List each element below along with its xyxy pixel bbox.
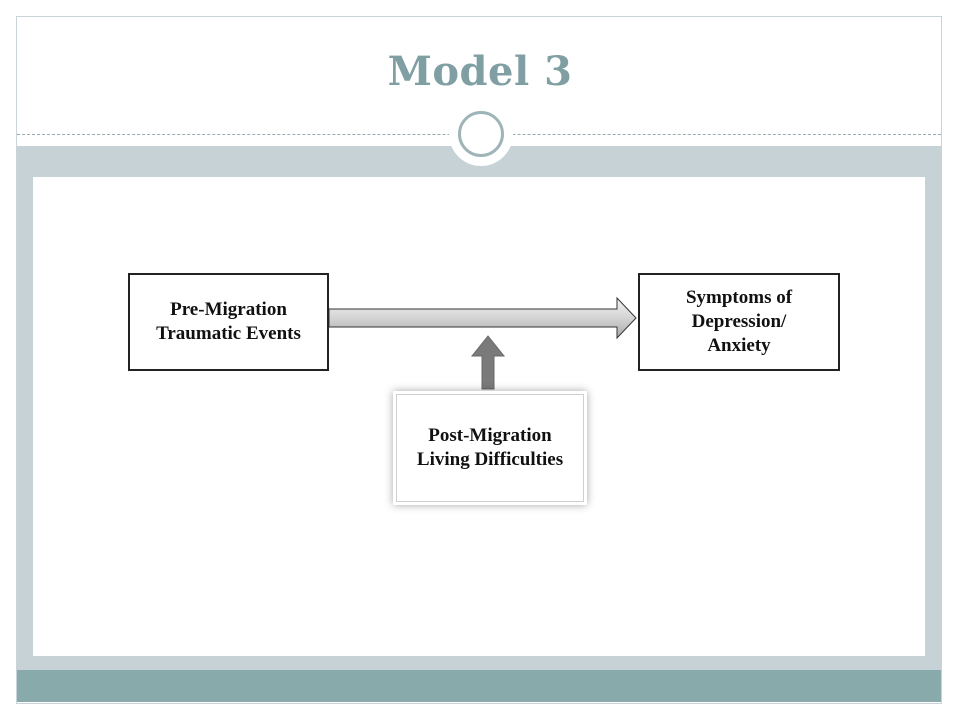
circle-ornament-icon [449,102,513,166]
symptoms-label: Symptoms of Depression/ Anxiety [685,287,793,356]
symptoms-box: Symptoms of Depression/ Anxiety [638,273,840,371]
pre-migration-box: Pre-Migration Traumatic Events [128,273,329,371]
footer-band [17,670,941,702]
slide-title: Model 3 [387,48,573,95]
post-migration-box: Post-Migration Living Difficulties [396,394,584,502]
pre-migration-label: Pre-Migration Traumatic Events [156,299,301,344]
ornament-ring [458,111,504,157]
post-migration-label: Post-Migration Living Difficulties [416,425,564,470]
